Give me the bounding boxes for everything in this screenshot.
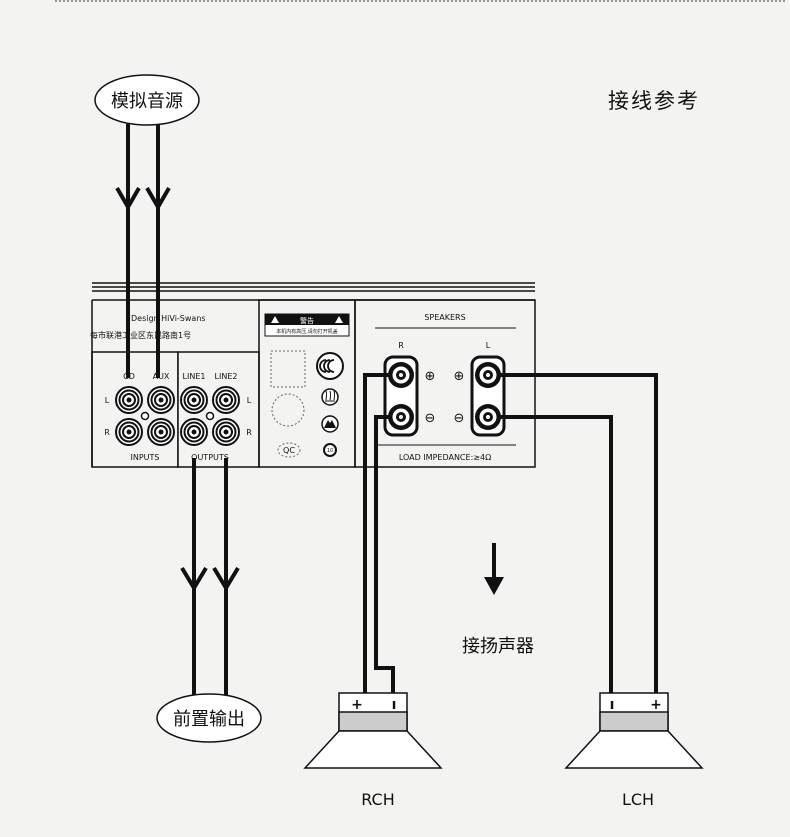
input-cable-ends <box>126 352 160 378</box>
inputs-label: INPUTS <box>131 453 160 462</box>
binding-post-r-minus[interactable] <box>387 403 415 431</box>
rca-jack-line1-r[interactable] <box>180 418 208 446</box>
speakers-r-label: R <box>398 341 404 350</box>
lch-speaker: ı + <box>564 692 704 769</box>
ground-screw-outputs <box>205 411 215 421</box>
cert-badge: 10 <box>327 448 333 454</box>
outputs-row-r: R <box>246 428 252 437</box>
warning-label: 警告 本机内有高压,请勿打开机盖 <box>264 313 350 337</box>
r-minus-symbol: ⊖ <box>425 411 436 426</box>
outputs-col-line2: LINE2 <box>215 372 238 381</box>
rca-jack-line2-l[interactable] <box>212 386 240 414</box>
serial-sticker-outline <box>270 350 306 388</box>
l-minus-symbol: ⊖ <box>454 411 465 426</box>
fan-vent-outline <box>271 393 305 427</box>
qc-label: QC <box>283 446 295 455</box>
output-ellipse <box>156 693 262 743</box>
outputs-col-line1: LINE1 <box>183 372 206 381</box>
hot-surface-icon <box>321 388 339 406</box>
speaker-caption: 接扬声器 <box>462 636 534 657</box>
lch-plus: + <box>650 697 662 713</box>
outputs-label: OUTPUTS <box>191 453 229 462</box>
binding-post-r-plus[interactable] <box>387 361 415 389</box>
outputs-row-l: L <box>247 396 252 405</box>
source-ellipse <box>94 74 200 126</box>
eco-10-icon: 10 <box>323 443 337 457</box>
speakers-title: SPEAKERS <box>424 313 465 322</box>
inputs-row-l: L <box>105 396 110 405</box>
inputs-col-aux: AUX <box>153 372 170 381</box>
rch-minus: ı <box>392 697 397 713</box>
speakers-l-label: L <box>486 341 491 350</box>
binding-post-l-plus[interactable] <box>474 361 502 389</box>
rca-jack-line2-r[interactable] <box>212 418 240 446</box>
r-plus-symbol: ⊕ <box>425 369 436 384</box>
page-title: 接线参考 <box>608 89 700 113</box>
ground-screw-inputs <box>140 411 150 421</box>
lch-minus: ı <box>610 697 615 713</box>
rch-speaker: + ı <box>303 692 443 769</box>
input-cables <box>115 124 171 378</box>
binding-post-l-minus[interactable] <box>474 403 502 431</box>
rch-label: RCH <box>361 790 395 809</box>
qc-badge <box>277 442 301 458</box>
rca-jack-aux-l[interactable] <box>147 386 175 414</box>
speaker-cables <box>363 373 658 693</box>
output-cables <box>180 458 240 702</box>
rch-plus: + <box>351 697 363 713</box>
l-plus-symbol: ⊕ <box>454 369 465 384</box>
warning-text: 本机内有高压,请勿打开机盖 <box>276 328 338 335</box>
brand-line: Design HiVi-Swans <box>131 314 206 323</box>
lch-label: LCH <box>622 790 654 809</box>
inputs-row-r: R <box>104 428 110 437</box>
ccc-mark-icon <box>316 352 344 380</box>
rca-jack-line1-l[interactable] <box>180 386 208 414</box>
rca-jack-aux-r[interactable] <box>147 418 175 446</box>
output-label: 前置输出 <box>173 709 245 730</box>
address-line: 每市联港工业区东昆路南1号 <box>90 330 191 340</box>
down-arrow-icon <box>484 543 504 595</box>
warning-title: 警告 <box>300 316 314 325</box>
rca-jack-cd-r[interactable] <box>115 418 143 446</box>
mountain-icon <box>321 415 339 433</box>
load-impedance-label: LOAD IMPEDANCE:≥4Ω <box>399 453 491 462</box>
source-label: 模拟音源 <box>111 91 183 112</box>
rca-jack-cd-l[interactable] <box>115 386 143 414</box>
